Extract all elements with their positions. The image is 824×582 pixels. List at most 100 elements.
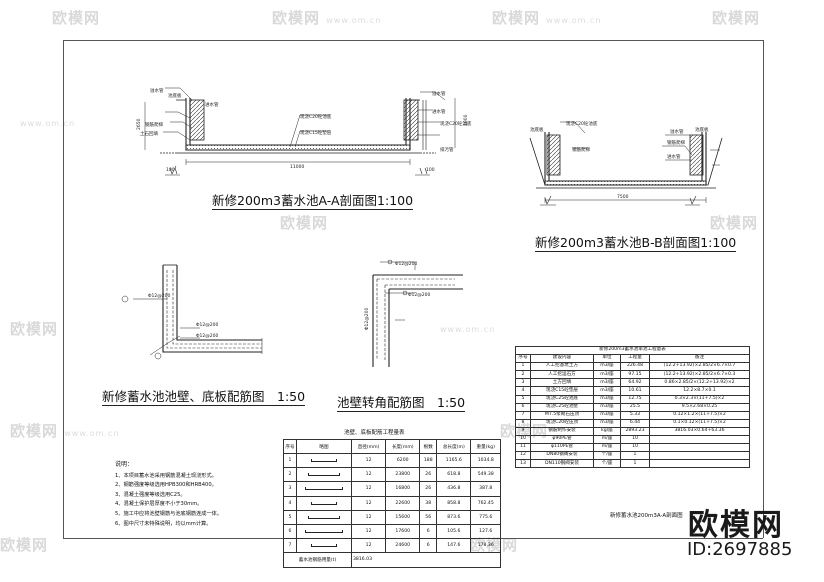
table-cell: 9.5×2.68×0.25 (649, 402, 750, 412)
table-cell: 0.1×0.12×(11+7.5)×2 (649, 418, 750, 428)
table-cell: m3/座 (593, 362, 621, 372)
table-cell: 858.8 (436, 495, 472, 511)
table-header-row: 序号 建设内容 单位 工程量 备注 (515, 354, 750, 364)
rebar-sketch (296, 509, 352, 525)
table-cell: 127.6 (470, 523, 501, 540)
table-cell: 人工挖基坑土方 (530, 362, 594, 372)
table-cell: 9 (515, 426, 531, 437)
rebar-label-a: Φ12@200 (148, 293, 170, 299)
table-cell: 钢筋制作安装 (530, 426, 594, 437)
table-cell: 618.8 (436, 467, 472, 483)
total-label: 蓄水池钢筋用量(t) (283, 552, 352, 568)
corner-rebar-top: Φ12@200 (395, 261, 417, 267)
model-id: ID:2697885 (687, 539, 793, 560)
col-header: 备注 (649, 354, 750, 364)
table-cell: 4 (283, 495, 297, 511)
watermark: 欧模网 (52, 9, 101, 27)
table-cell: 6 (419, 523, 438, 540)
col-header: 略图 (296, 439, 352, 454)
table-cell: 6 (515, 402, 531, 412)
table-cell: m3/座 (593, 394, 621, 404)
table-cell: 16800 (385, 481, 421, 497)
bb-floor-slab (544, 180, 707, 186)
bb-label-overflow: 溢水管 (670, 128, 684, 135)
table-header-row: 序号 略图 直径(mm) 长度(mm) 根数 总长度(m) 重量(kg) (283, 439, 501, 454)
title-section-bb: 新修200m3蓄水池B-B剖面图1:100 (535, 235, 737, 252)
rebar-shape-icon (311, 459, 337, 463)
rebar-sketch (296, 467, 352, 483)
table-cell: 1034.8 (470, 452, 501, 469)
rebar-sketch (296, 538, 352, 554)
table-cell: 1 (620, 451, 650, 461)
dim-2650: 2650 (136, 118, 142, 130)
table-cell: DN110钢阀安装 (530, 459, 594, 469)
section-aa-drawing (144, 87, 456, 176)
table-cell: 178.36 (470, 538, 501, 554)
corner-rebar-side: Φ12@200 (364, 308, 370, 330)
watermark: 欧模网 www.om.cn (492, 9, 602, 27)
frame-left (63, 40, 64, 538)
quantity-table-title: 新修200m3蓄水池单池工程量表 (515, 345, 750, 356)
label-inlet-pipe: 进水管 (205, 101, 219, 108)
table-cell: m3/座 (593, 378, 621, 388)
table-cell: 97.15 (620, 370, 650, 380)
rebar-shape-icon (308, 473, 340, 477)
table-title-row: 新修200m3蓄水池单池工程量表 (515, 345, 750, 356)
bb-tank-wall (544, 132, 707, 186)
bb-label-floor-right: 池底板 (695, 126, 709, 133)
dim-100-left: 100 (166, 167, 175, 173)
note-item: 5、施工中应将池壁钢筋与池底钢筋连成一体。 (115, 510, 223, 517)
dim-100-right: 100 (426, 167, 435, 173)
table-cell: 2 (515, 370, 531, 380)
bb-left-masonry (546, 134, 561, 176)
table-cell: 5.33 (620, 410, 650, 420)
table-cell: m3/座 (593, 386, 621, 396)
table-total-row: 蓄水池钢筋用量(t) 3816.03 (283, 552, 501, 568)
watermark: 欧模网 www.om.cn (10, 422, 120, 440)
table-cell: 10 (620, 435, 650, 445)
table-cell: 2893.23 (620, 426, 650, 437)
table-cell: 土方回填 (530, 378, 594, 388)
label-overflow-pipe: 溢水管 (150, 87, 164, 94)
table-cell: 105.6 (436, 523, 472, 540)
rebar-label-c: Φ12@200 (196, 333, 218, 339)
table-cell: 775.6 (470, 509, 501, 525)
table-cell: 26 (419, 467, 438, 483)
table-cell: 12 (350, 467, 387, 483)
table-cell (649, 443, 750, 453)
title-section-aa: 新修200m3蓄水池A-A剖面图1:100 (212, 193, 414, 210)
label-overflow-pipe-right: 溢水管 (432, 90, 446, 97)
watermark: 欧模网 www.om.cn (272, 9, 382, 27)
table-cell: 7 (283, 538, 297, 554)
table-cell: 226.48 (620, 362, 650, 372)
table-cell: 现浇C25砼池底 (530, 394, 594, 404)
table-cell: m/座 (593, 443, 621, 453)
rebar-shape-icon (311, 501, 337, 505)
table-cell: DN80钢阀安装 (530, 451, 594, 461)
table-cell: 6 (419, 538, 438, 554)
title-corner: 池壁转角配筋图 1:50 (337, 395, 466, 412)
table-cell: 12.75 (620, 394, 650, 404)
table-cell: 873.6 (436, 509, 472, 525)
bb-label-floor-slab: 池底板 (530, 126, 544, 133)
watermark: 欧模网 (10, 320, 59, 338)
table-cell: m3/座 (593, 370, 621, 380)
table-cell: 10 (620, 443, 650, 453)
table-cell: 个/座 (593, 459, 621, 469)
table-cell: 387.8 (470, 481, 501, 497)
table-cell: 7 (515, 410, 531, 420)
table-cell: 5 (515, 394, 531, 404)
table-cell: 6.44 (620, 418, 650, 428)
table-cell: 0.86×2.85/2×(12.2+13.92)×2 (649, 378, 750, 388)
